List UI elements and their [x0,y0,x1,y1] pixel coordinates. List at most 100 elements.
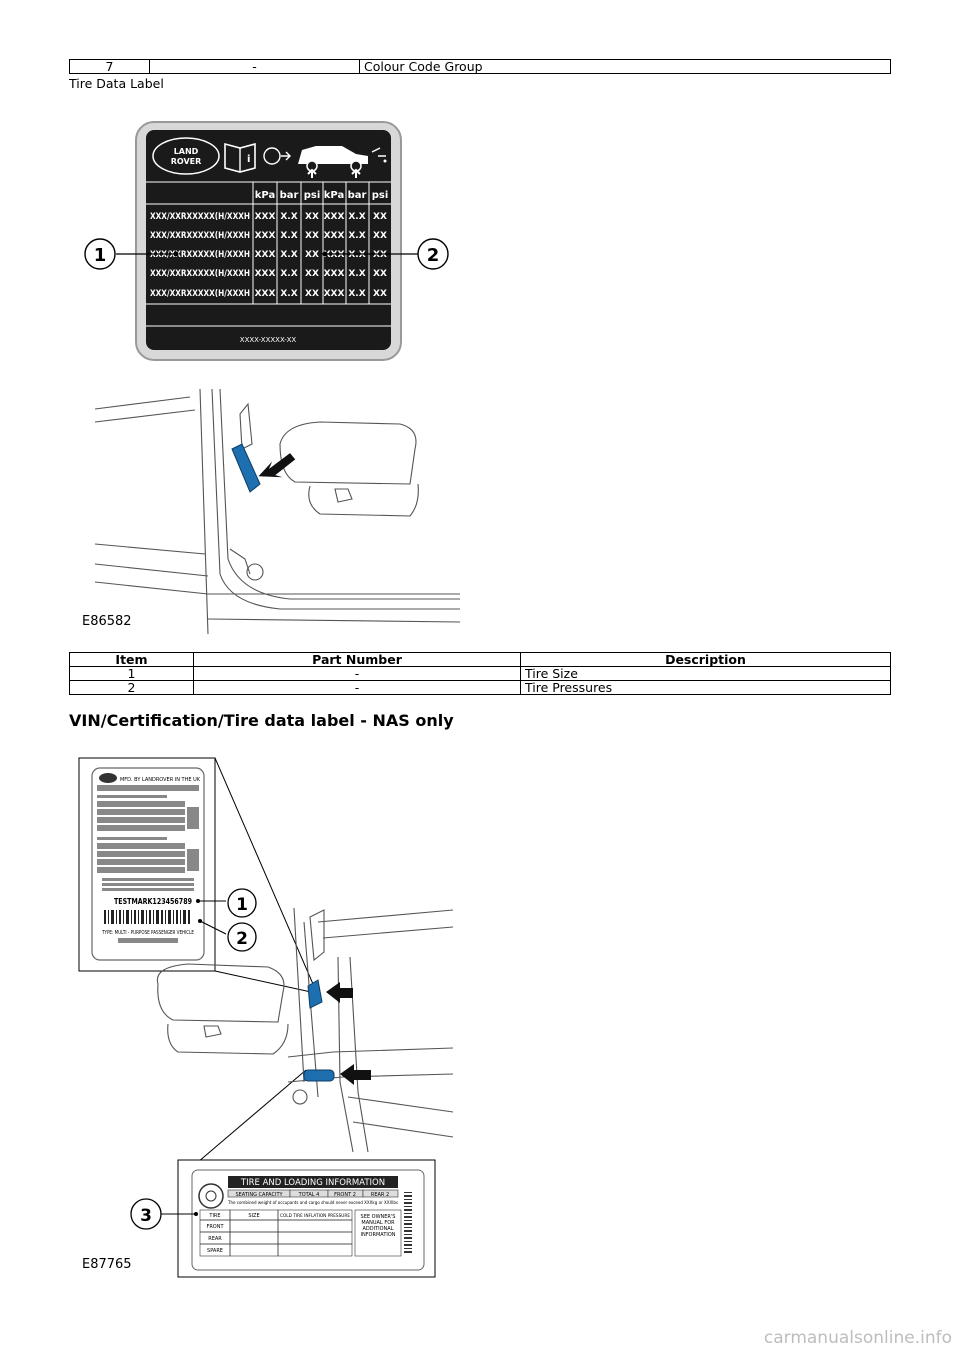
value-text: XX [373,269,387,279]
value-text: XX [373,289,387,299]
door-pillar-illustration [94,388,460,634]
figure-id: E86582 [82,614,132,629]
part-number-cell: - [149,59,360,74]
figure-id: E87765 [82,1257,132,1272]
items-table: Item Part Number Description 1 - Tire Si… [69,652,891,695]
front-seats-label: FRONT 2 [334,1192,356,1198]
value-text: XX [373,212,387,222]
value-text: XX [373,250,387,260]
table-header-row: Item Part Number Description [69,652,891,667]
combined-weight-text: The combined weight of occupants and car… [227,1200,398,1206]
callout-1-number: 1 [236,895,248,915]
value-text: X.X [280,231,297,241]
value-text: XXX [255,231,276,241]
tire-size-text: XXX/XXRXXXXX(H/XXXH [150,231,250,241]
callout-1 [84,238,116,270]
rear-seats-label: REAR 2 [371,1192,389,1198]
top-table: 7 - Colour Code Group [69,59,891,74]
value-text: X.X [348,212,365,222]
value-text: X.X [348,231,365,241]
header-kpa-rear: kPa [324,190,344,201]
table-row: 2 - Tire Pressures [69,680,891,695]
value-text: XXX [324,231,345,241]
vehicle-type-text: TYPE: MULTI - PURPOSE PASSENGER VEHICLE [101,930,194,936]
value-text: X.X [280,289,297,299]
value-text: XX [305,269,319,279]
tire-pressure-grid [199,1209,353,1257]
callout-2-number: 2 [236,929,248,949]
part-number-cell: - [193,666,521,681]
callout-2 [417,238,449,270]
logo-text-1: LAND [174,147,199,156]
value-text: XXX [255,269,276,279]
value-text: X.X [280,269,297,279]
section-caption: Tire Data Label [69,76,164,91]
manual-book-icon: i [224,142,256,173]
row-spare-label: SPARE [207,1248,223,1254]
tire-info-title: TIRE AND LOADING INFORMATION [240,1178,385,1188]
label-footer-code: XXXX-XXXXX-XX [240,336,297,344]
header-bar-front: bar [280,190,299,201]
value-text: XXX [324,212,345,222]
table-row: 7 - Colour Code Group [69,59,891,74]
header-psi-front: psi [304,190,321,201]
callout-3-number: 3 [140,1206,152,1226]
header-psi-rear: psi [372,190,389,201]
row-front-label: FRONT [206,1224,224,1230]
callout-2 [227,922,257,952]
value-text: X.X [280,250,297,260]
vertical-barcode [404,1192,412,1253]
tire-label-rows: XXX/XXRXXXXX(H/XXXH XXX X.X XX XXX X.X X… [150,212,387,299]
value-text: XX [305,289,319,299]
table-row: 1 - Tire Size [69,666,891,681]
value-text: XX [305,212,319,222]
value-text: X.X [348,250,365,260]
test-mark-text: TESTMARK123456789 [114,897,192,906]
column-header-item: Item [69,652,194,667]
value-text: X.X [348,289,365,299]
description-cell: Colour Code Group [359,59,891,74]
value-text: XXX [255,212,276,222]
value-text: XXX [324,289,345,299]
description-cell: Tire Size [520,666,891,681]
part-number-cell: - [193,680,521,695]
header-kpa-front: kPa [255,190,275,201]
tire-size-text: XXX/XXRXXXXX(H/XXXH [150,289,250,299]
item-cell: 2 [69,680,194,695]
value-text: XXX [324,250,345,260]
logo-text-2: ROVER [171,157,202,166]
value-text: XXX [324,269,345,279]
tire-label-row: XXX/XXRXXXXX(H/XXXH XXX X.X XX XXX X.X X… [150,231,387,241]
item-cell: 1 [69,666,194,681]
tire-size-text: XXX/XXRXXXXX(H/XXXH [150,212,250,222]
value-text: XX [305,231,319,241]
tire-label-row: XXX/XXRXXXXX(H/XXXH XXX X.X XX XXX X.X X… [150,269,387,279]
tire-label-row: XXX/XXRXXXXX(H/XXXH XXX X.X XX XXX X.X X… [150,250,387,260]
tire-icon [198,1183,224,1209]
header-bar-rear: bar [348,190,367,201]
column-header-description: Description [520,652,891,667]
value-text: XXX [255,289,276,299]
description-cell: Tire Pressures [520,680,891,695]
door-sill-label-highlight [303,1069,335,1082]
vin-certification-figure: MFD. BY LANDROVER IN THE UK TESTMARK1234… [78,757,454,1278]
value-text: X.X [280,212,297,222]
barcode [102,910,194,924]
total-seats-label: TOTAL 4 [298,1192,320,1198]
tire-label-row: XXX/XXRXXXXX(H/XXXH XXX X.X XX XXX X.X X… [150,289,387,299]
cert-label-rows [97,785,199,891]
pillar-label-highlight [307,979,323,1009]
callout-3 [130,1198,162,1230]
label-location-highlight [231,443,261,493]
col-pressure-label: COLD TIRE INFLATION PRESSURE [280,1213,350,1219]
pointer-arrow-icon [258,453,296,478]
value-text: XX [373,231,387,241]
vehicle-icon [298,146,387,178]
section-heading: VIN/Certification/Tire data label - NAS … [69,711,454,730]
value-text: XX [305,250,319,260]
value-text: X.X [348,269,365,279]
cert-header: MFD. BY LANDROVER IN THE UK [120,777,200,783]
pointer-arrow-icon [340,1064,371,1085]
row-rear-label: REAR [208,1236,222,1242]
col-tire-label: TIRE [208,1213,220,1219]
